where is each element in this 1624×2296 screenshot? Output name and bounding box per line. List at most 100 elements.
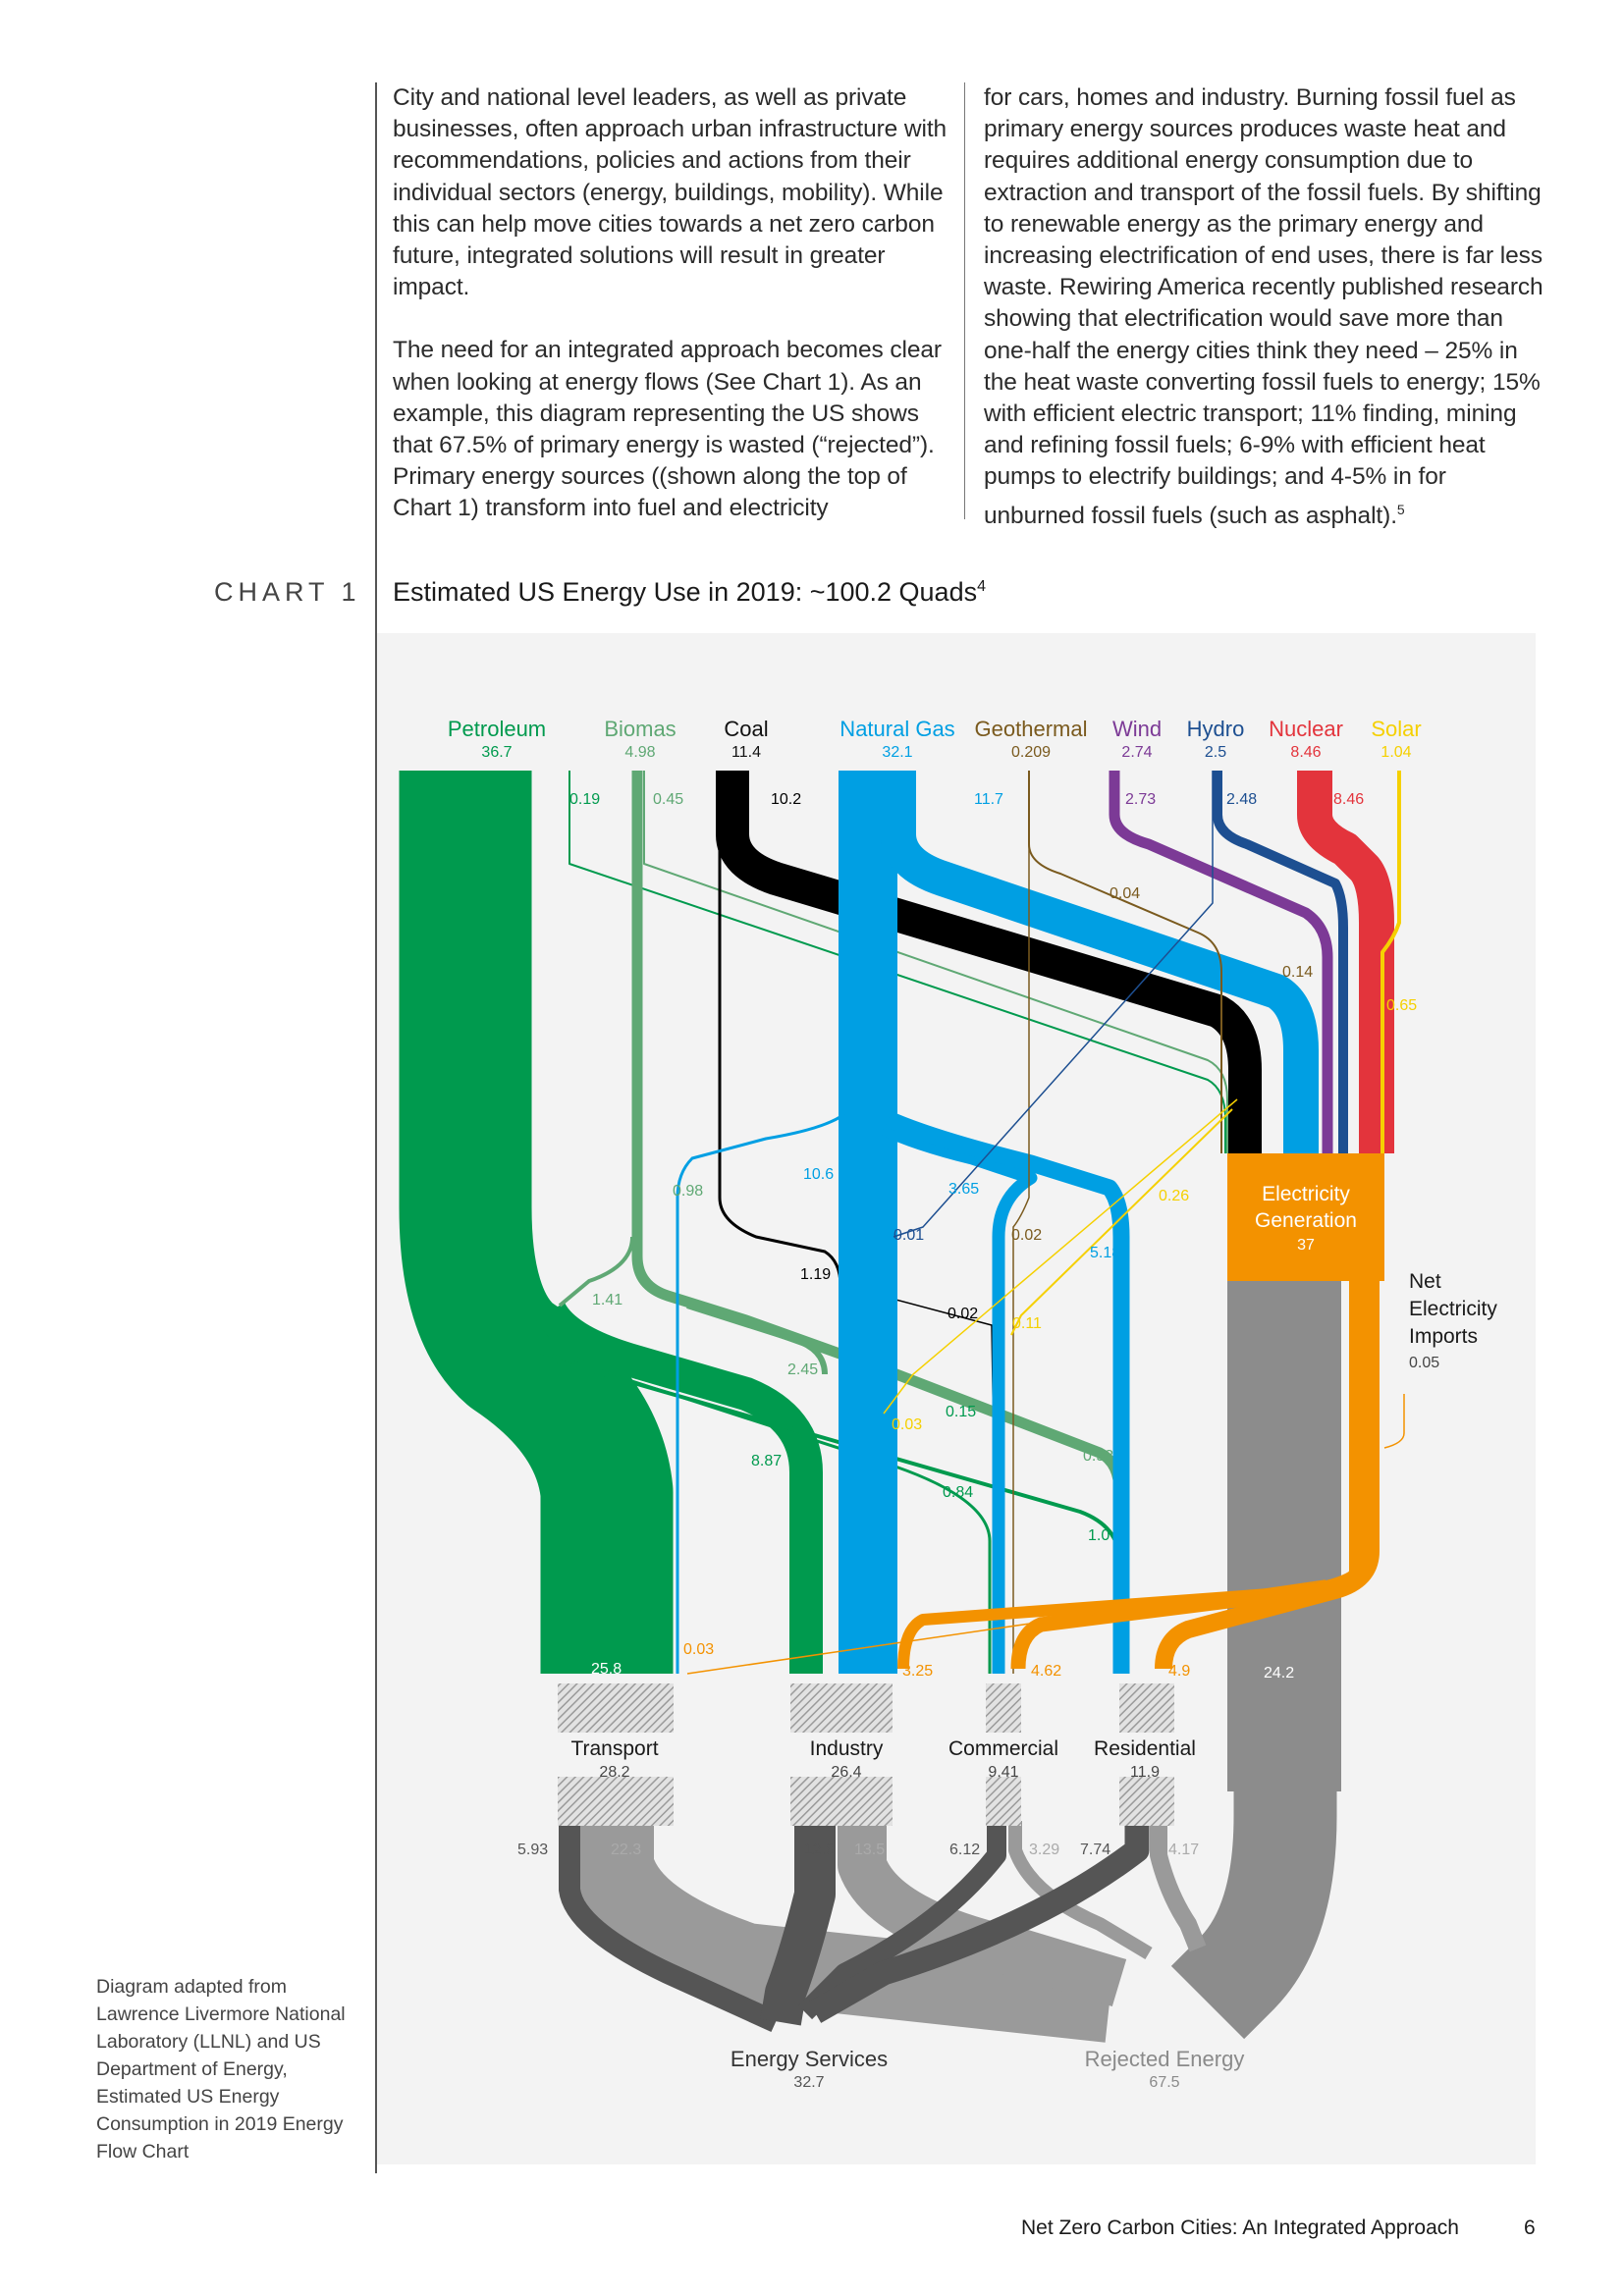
source-label-nuclear: Nuclear (1269, 717, 1343, 741)
paragraph: The need for an integrated approach beco… (393, 337, 942, 522)
chart-title: Estimated US Energy Use in 2019: ~100.2 … (393, 577, 986, 608)
flow-solar-residential (1010, 1108, 1233, 1336)
flow-biomass-transport (558, 1236, 634, 1308)
source-label-biomas: Biomas (604, 717, 677, 741)
source-value-nuclear: 8.46 (1290, 744, 1322, 761)
industry-block-lower (790, 1777, 893, 1826)
flow-solar-commercial (883, 1098, 1238, 1415)
text-column-left: City and national level leaders, as well… (393, 82, 952, 557)
flow-value-label: 8.46 (1333, 791, 1365, 808)
flow-value-label: 0.19 (569, 791, 601, 808)
flow-value-label: 10.2 (771, 791, 802, 808)
flow-rejected-industry (838, 1821, 1127, 2006)
flow-nuclear-electricity (1297, 771, 1394, 1153)
flow-net-imports (1383, 1394, 1405, 1449)
flow-value-label: 2.73 (1125, 791, 1157, 808)
flow-gas-commercial (881, 1123, 1038, 1674)
imports-value: 0.05 (1409, 1355, 1440, 1371)
electricity-label-2: Generation (1255, 1209, 1357, 1232)
source-value-wind: 2.74 (1121, 744, 1153, 761)
services-value: 32.7 (793, 2074, 825, 2091)
flow-value-label: 1.41 (592, 1292, 623, 1308)
imports-label: Net (1409, 1270, 1441, 1293)
flow-value-label: 0.04 (1110, 885, 1141, 902)
flow-value-label: 13.5 (854, 1842, 886, 1858)
flow-geothermal-electricity (1028, 771, 1222, 1153)
flow-services-transport (559, 1821, 781, 2033)
source-value-biomas: 4.98 (624, 744, 656, 761)
residential-block (1119, 1683, 1174, 1733)
flow-value-label: 0.15 (946, 1404, 977, 1420)
flow-value-label: 11.7 (974, 791, 1003, 808)
sector-label-industry: Industry (809, 1737, 884, 1760)
sector-label-commercial: Commercial (947, 1737, 1059, 1760)
flow-value-label: 0.14 (1282, 964, 1314, 981)
flow-rejected-commercial (1008, 1821, 1153, 1960)
flow-value-label: 3.65 (948, 1181, 980, 1198)
paragraph-text: for cars, homes and industry. Burning fo… (984, 84, 1543, 529)
flow-value-label: 0.11 (1012, 1315, 1042, 1332)
flow-value-label: 25.8 (591, 1661, 623, 1678)
flow-electricity-transport (686, 1579, 1326, 1675)
source-label-petroleum: Petroleum (447, 717, 547, 741)
source-value-geothermal: 0.209 (1010, 744, 1052, 761)
commercial-block-lower (986, 1777, 1021, 1826)
flow-value-label: 12.9 (804, 1842, 836, 1858)
flow-services-commercial (797, 1821, 1006, 2020)
column-divider (964, 82, 965, 519)
paragraph: City and national level leaders, as well… (393, 84, 947, 301)
flow-value-label: 2.48 (1226, 791, 1258, 808)
sector-value-transport: 28.2 (599, 1764, 630, 1781)
flow-value-label: 4.17 (1168, 1842, 1200, 1858)
paragraph: for cars, homes and industry. Burning fo… (984, 82, 1553, 532)
imports-label-3: Imports (1409, 1325, 1479, 1348)
flow-services-residential (808, 1821, 1150, 2023)
flow-value-label: 0.26 (1159, 1188, 1190, 1204)
margin-rule (375, 82, 377, 2173)
sector-value-residential: 11.9 (1130, 1764, 1160, 1781)
flow-value-label: 1.0 (1088, 1527, 1110, 1544)
flow-biomass-industry (686, 1303, 828, 1375)
rejected-label: Rejected Energy (1084, 2047, 1245, 2071)
flow-value-label: 0.02 (1011, 1227, 1043, 1244)
transport-block (558, 1683, 674, 1733)
footnote-ref: 5 (1396, 501, 1405, 517)
flow-value-label: 0.02 (947, 1306, 979, 1322)
flow-petroleum-transport (399, 771, 674, 1674)
residential-block-lower (1119, 1777, 1174, 1826)
flow-services-industry (760, 1821, 836, 2026)
source-label-geothermal: Geothermal (974, 717, 1088, 741)
flow-value-label: 0.84 (943, 1484, 974, 1501)
flow-value-label: 0.53 (1083, 1448, 1114, 1465)
source-value-petroleum: 36.7 (481, 744, 513, 761)
flow-petroleum-industry (534, 1302, 823, 1674)
flow-value-label: 0.98 (673, 1183, 704, 1200)
chart-label: CHART 1 (214, 577, 361, 607)
flow-electricity-industry (897, 1281, 1361, 1670)
sector-value-industry: 26.4 (831, 1764, 862, 1781)
flow-value-label: 24.2 (1264, 1665, 1295, 1682)
source-label-solar: Solar (1371, 717, 1422, 741)
source-label-wind: Wind (1111, 717, 1163, 741)
source-value-coal: 11.4 (731, 744, 761, 761)
electricity-label: Electricity (1262, 1183, 1350, 1205)
transport-block-lower (558, 1777, 674, 1826)
source-value-natural-gas: 32.1 (882, 744, 913, 761)
flow-hydro-electricity (1213, 771, 1348, 1153)
flow-value-label: 3.25 (902, 1663, 934, 1680)
flow-gas-transport (676, 1112, 845, 1674)
flow-rejected-residential (1150, 1821, 1207, 1952)
flow-value-label: 0.45 (653, 791, 684, 808)
source-label-coal: Coal (724, 717, 769, 741)
flow-value-label: 5.18 (1090, 1245, 1121, 1261)
flow-coal-electricity (716, 771, 1262, 1153)
flow-value-label: 6.12 (949, 1842, 981, 1858)
flow-value-label: 0.03 (683, 1641, 715, 1658)
footnote-ref: 4 (977, 578, 987, 595)
sector-label-residential: Residential (1094, 1737, 1196, 1760)
commercial-block (986, 1683, 1021, 1733)
flow-value-label: 4.9 (1168, 1663, 1191, 1680)
source-value-hydro: 2.5 (1204, 744, 1227, 761)
flow-value-label: 0.65 (1386, 997, 1418, 1014)
flow-value-label: 8.87 (751, 1453, 783, 1469)
